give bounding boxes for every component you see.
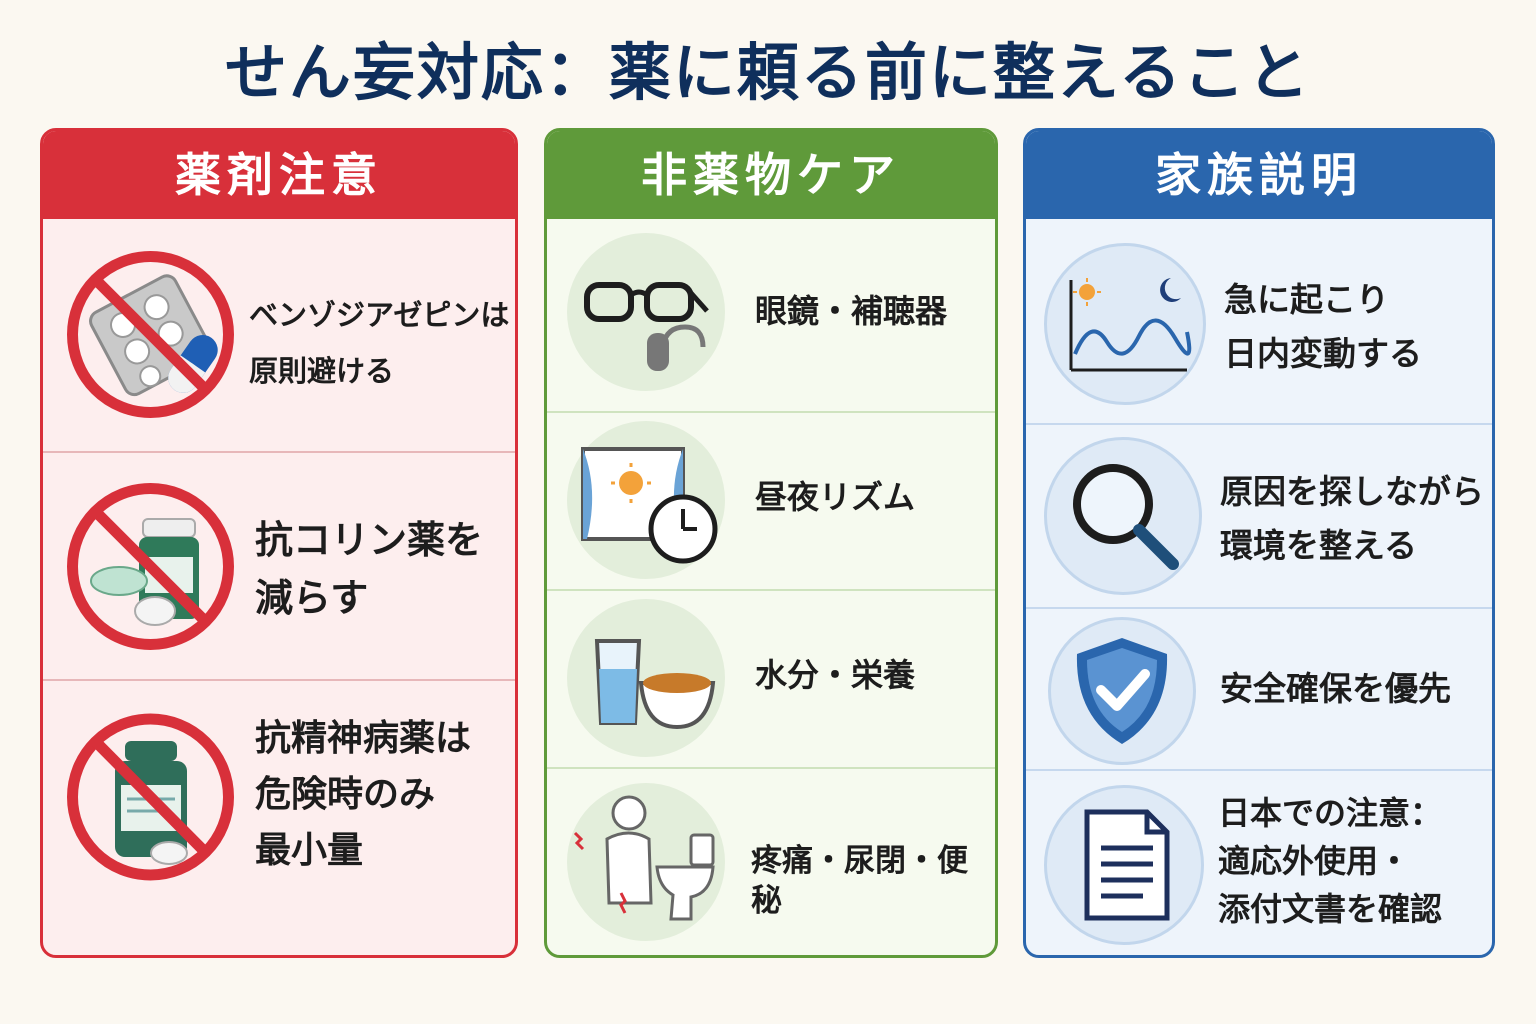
- panel-header-family-explanation: 家族説明: [1026, 131, 1492, 219]
- document-icon: [1044, 785, 1204, 945]
- item-text: 抗コリン薬を 減らす: [255, 518, 484, 620]
- list-item: ベンゾジアゼピンは 原則避ける: [43, 219, 515, 451]
- panel-family-explanation: 家族説明 急に起こり 日内変動する 原因を探しながら 環境を: [1023, 128, 1495, 958]
- list-item: 昼夜リズム: [547, 411, 995, 589]
- no-medicine-bottle-icon: [63, 707, 238, 891]
- item-text: 昼夜リズム: [755, 478, 916, 516]
- list-item: 急に起こり 日内変動する: [1026, 219, 1492, 423]
- list-item: 水分・栄養: [547, 589, 995, 767]
- no-pills-blister-icon: [63, 247, 238, 426]
- panel-header-non-drug-care: 非薬物ケア: [547, 131, 995, 219]
- magnifier-icon: [1044, 437, 1202, 595]
- panel-drug-caution: 薬剤注意 ベンゾジアゼピンは: [40, 128, 518, 958]
- list-item: 抗精神病薬は 危険時のみ 最小量: [43, 679, 515, 955]
- list-item: 日本での注意： 適応外使用・ 添付文書を確認: [1026, 769, 1492, 955]
- item-text: 安全確保を優先: [1220, 669, 1451, 708]
- page-title: せん妄対応：薬に頼る前に整えること: [224, 36, 1312, 109]
- list-item: 抗コリン薬を 減らす: [43, 451, 515, 679]
- day-night-wave-icon: [1044, 243, 1206, 405]
- panel-header-drug-caution: 薬剤注意: [43, 131, 515, 219]
- pain-toilet-icon: [567, 783, 725, 941]
- list-item: 原因を探しながら 環境を整える: [1026, 423, 1492, 607]
- item-text: 疼痛・尿閉・便秘: [751, 843, 968, 919]
- glasses-hearing-aid-icon: [567, 233, 725, 391]
- panel-non-drug-care: 非薬物ケア 眼鏡・補聴器: [544, 128, 998, 958]
- item-text: 抗精神病薬は 危険時のみ 最小量: [255, 718, 472, 871]
- no-pill-bottle-icon: [63, 479, 238, 658]
- item-text: 眼鏡・補聴器: [755, 292, 948, 330]
- item-text: 急に起こり 日内変動する: [1224, 280, 1422, 373]
- item-text: 原因を探しながら 環境を整える: [1220, 472, 1484, 565]
- list-item: 安全確保を優先: [1026, 607, 1492, 769]
- shield-check-icon: [1048, 617, 1196, 765]
- item-text: 水分・栄養: [755, 656, 916, 694]
- item-text: 日本での注意： 適応外使用・ 添付文書を確認: [1218, 794, 1443, 928]
- item-text: ベンゾジアゼピンは 原則避ける: [249, 298, 510, 388]
- window-clock-icon: [567, 421, 725, 579]
- water-food-icon: [567, 599, 725, 757]
- list-item: 疼痛・尿閉・便秘: [547, 767, 995, 955]
- list-item: 眼鏡・補聴器: [547, 219, 995, 411]
